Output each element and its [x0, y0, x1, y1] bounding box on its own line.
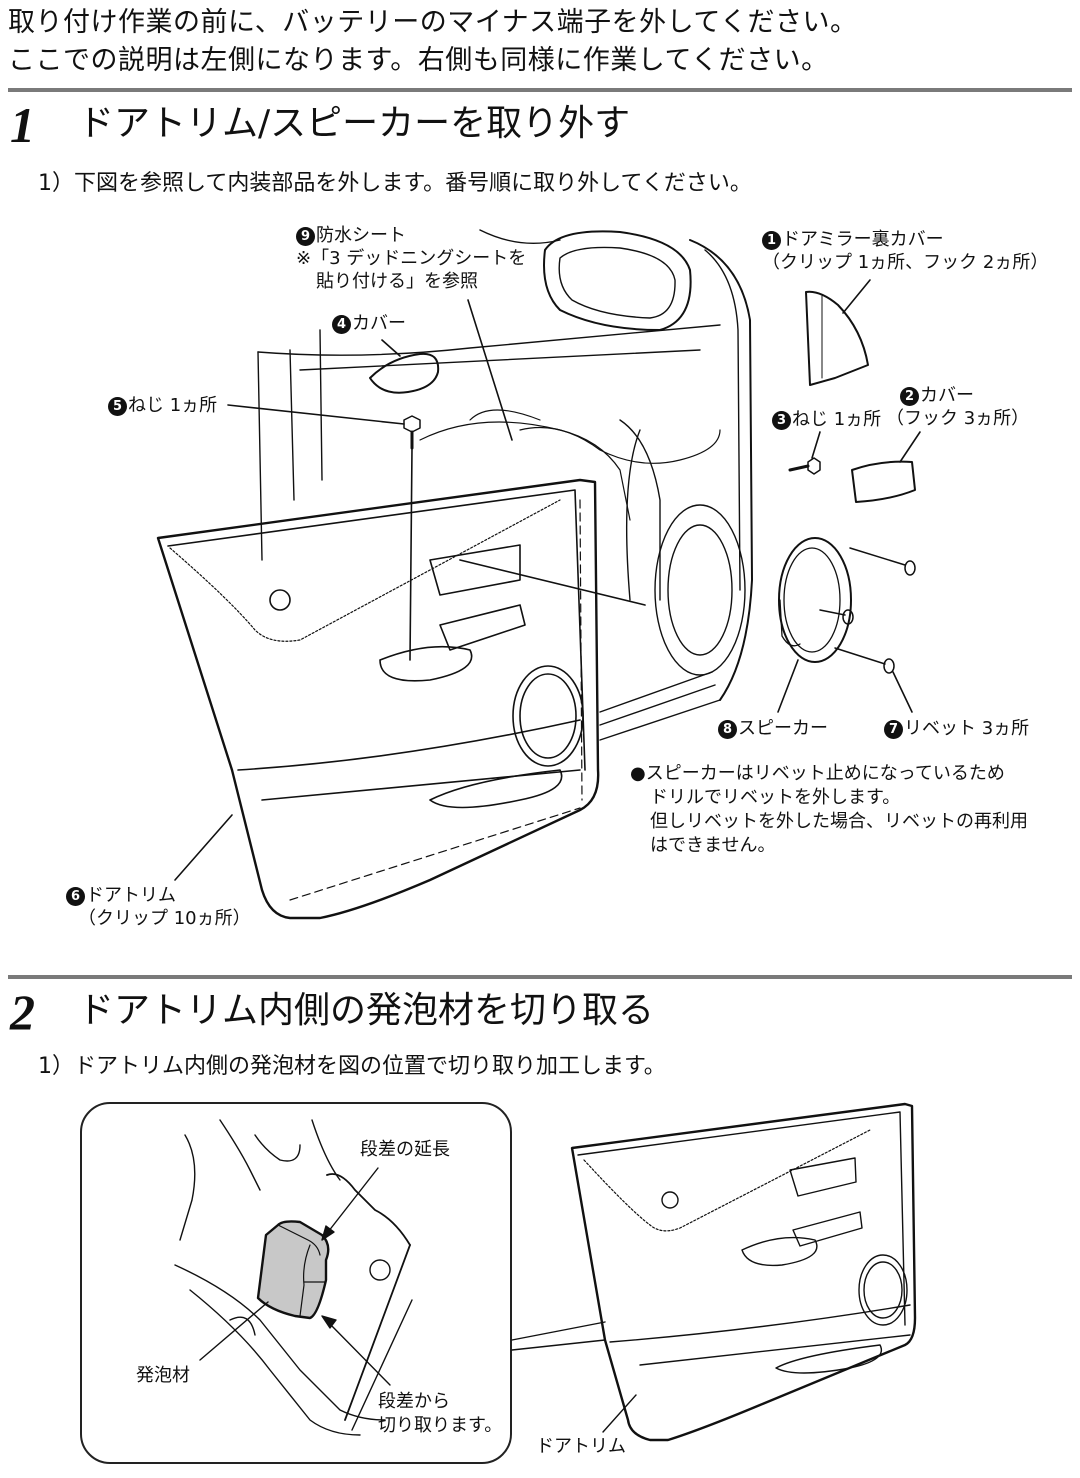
label-part-1-name: ドアミラー裏カバー — [782, 229, 944, 250]
label-part-9-note-1: ※「3 デッドニングシートを — [296, 248, 527, 269]
screw-5-part — [403, 415, 421, 450]
number-badge: 8 — [718, 720, 737, 739]
label-part-8-name: スピーカー — [738, 718, 828, 739]
label-part-9-name: 防水シート — [316, 225, 406, 246]
label-part-3-name: ねじ 1ヵ所 — [792, 409, 882, 430]
foam-detail-callout — [80, 1102, 512, 1464]
label-part-2-detail: （フック 3ヵ所） — [886, 408, 1030, 429]
section-2-title: ドアトリム内側の発泡材を切り取る — [78, 990, 655, 1031]
label-part-2-name: カバー — [920, 385, 974, 406]
section-divider-2 — [8, 975, 1072, 979]
label-part-6-name: ドアトリム — [86, 885, 176, 906]
label-cut-line-1: 段差から — [378, 1391, 450, 1412]
note-line-3: 但しリベットを外した場合、リベットの再利用 — [650, 811, 1028, 832]
label-door-trim: ドアトリム — [536, 1436, 626, 1457]
note-bullet-icon: ● — [630, 763, 646, 784]
label-foam: 発泡材 — [136, 1365, 190, 1386]
number-badge: 4 — [332, 315, 351, 334]
cover-4-part — [369, 352, 440, 394]
number-badge: 6 — [66, 887, 85, 906]
rivets-7-part — [819, 547, 916, 674]
label-part-4-name: カバー — [352, 313, 406, 334]
number-badge: 2 — [900, 387, 919, 406]
label-part-7-name: リベット 3ヵ所 — [904, 718, 1030, 739]
number-badge: 3 — [772, 411, 791, 430]
section-1-step: 1）下図を参照して内装部品を外します。番号順に取り外してください。 — [38, 171, 752, 196]
note-line-4: はできません。 — [650, 835, 776, 856]
intro-line-2: ここでの説明は左側になります。右側も同様に作業してください。 — [8, 45, 829, 76]
number-badge: 9 — [296, 227, 315, 246]
number-badge: 1 — [762, 231, 781, 250]
door-body-frame — [257, 229, 753, 741]
door-trim-6-part — [156, 478, 600, 920]
label-part-6-detail: （クリップ 10ヵ所） — [78, 908, 251, 929]
label-part-1-detail: （クリップ 1ヵ所、フック 2ヵ所） — [762, 252, 1049, 273]
section-1-number: 1 — [10, 97, 35, 153]
number-badge: 7 — [884, 720, 903, 739]
speaker-8-part — [778, 537, 852, 663]
door-trim-overview-part — [570, 1102, 917, 1442]
label-cut-from-step: 段差から 切り取ります。 — [378, 1390, 502, 1438]
number-badge: 5 — [108, 397, 127, 416]
cover-2-part — [851, 460, 916, 503]
door-trim-leader-line — [602, 1394, 637, 1433]
label-step-extension: 段差の延長 — [360, 1139, 450, 1160]
section-2-number: 2 — [10, 984, 35, 1040]
label-part-5-name: ねじ 1ヵ所 — [128, 395, 218, 416]
label-part-9-note-2: 貼り付ける」を参照 — [316, 271, 478, 292]
door-disassembly-illustration — [156, 229, 921, 920]
section-2-step: 1）ドアトリム内側の発泡材を図の位置で切り取り加工します。 — [38, 1054, 666, 1079]
section-1-title: ドアトリム/スピーカーを取り外す — [78, 103, 631, 144]
note-line-1: スピーカーはリベット止めになっているため — [645, 763, 1005, 784]
intro-line-1: 取り付け作業の前に、バッテリーのマイナス端子を外してください。 — [8, 7, 858, 38]
screw-3-part — [788, 457, 821, 475]
label-cut-line-2: 切り取ります。 — [378, 1415, 503, 1436]
mirror-cover-1-part — [805, 290, 869, 386]
note-line-2: ドリルでリベットを外します。 — [650, 787, 901, 808]
intro-text: 取り付け作業の前に、バッテリーのマイナス端子を外してください。 ここでの説明は左… — [8, 4, 858, 80]
speaker-rivet-note: ●スピーカーはリベット止めになっているため ドリルでリベットを外します。 但しリ… — [630, 762, 1028, 858]
section-divider-1 — [8, 88, 1072, 92]
